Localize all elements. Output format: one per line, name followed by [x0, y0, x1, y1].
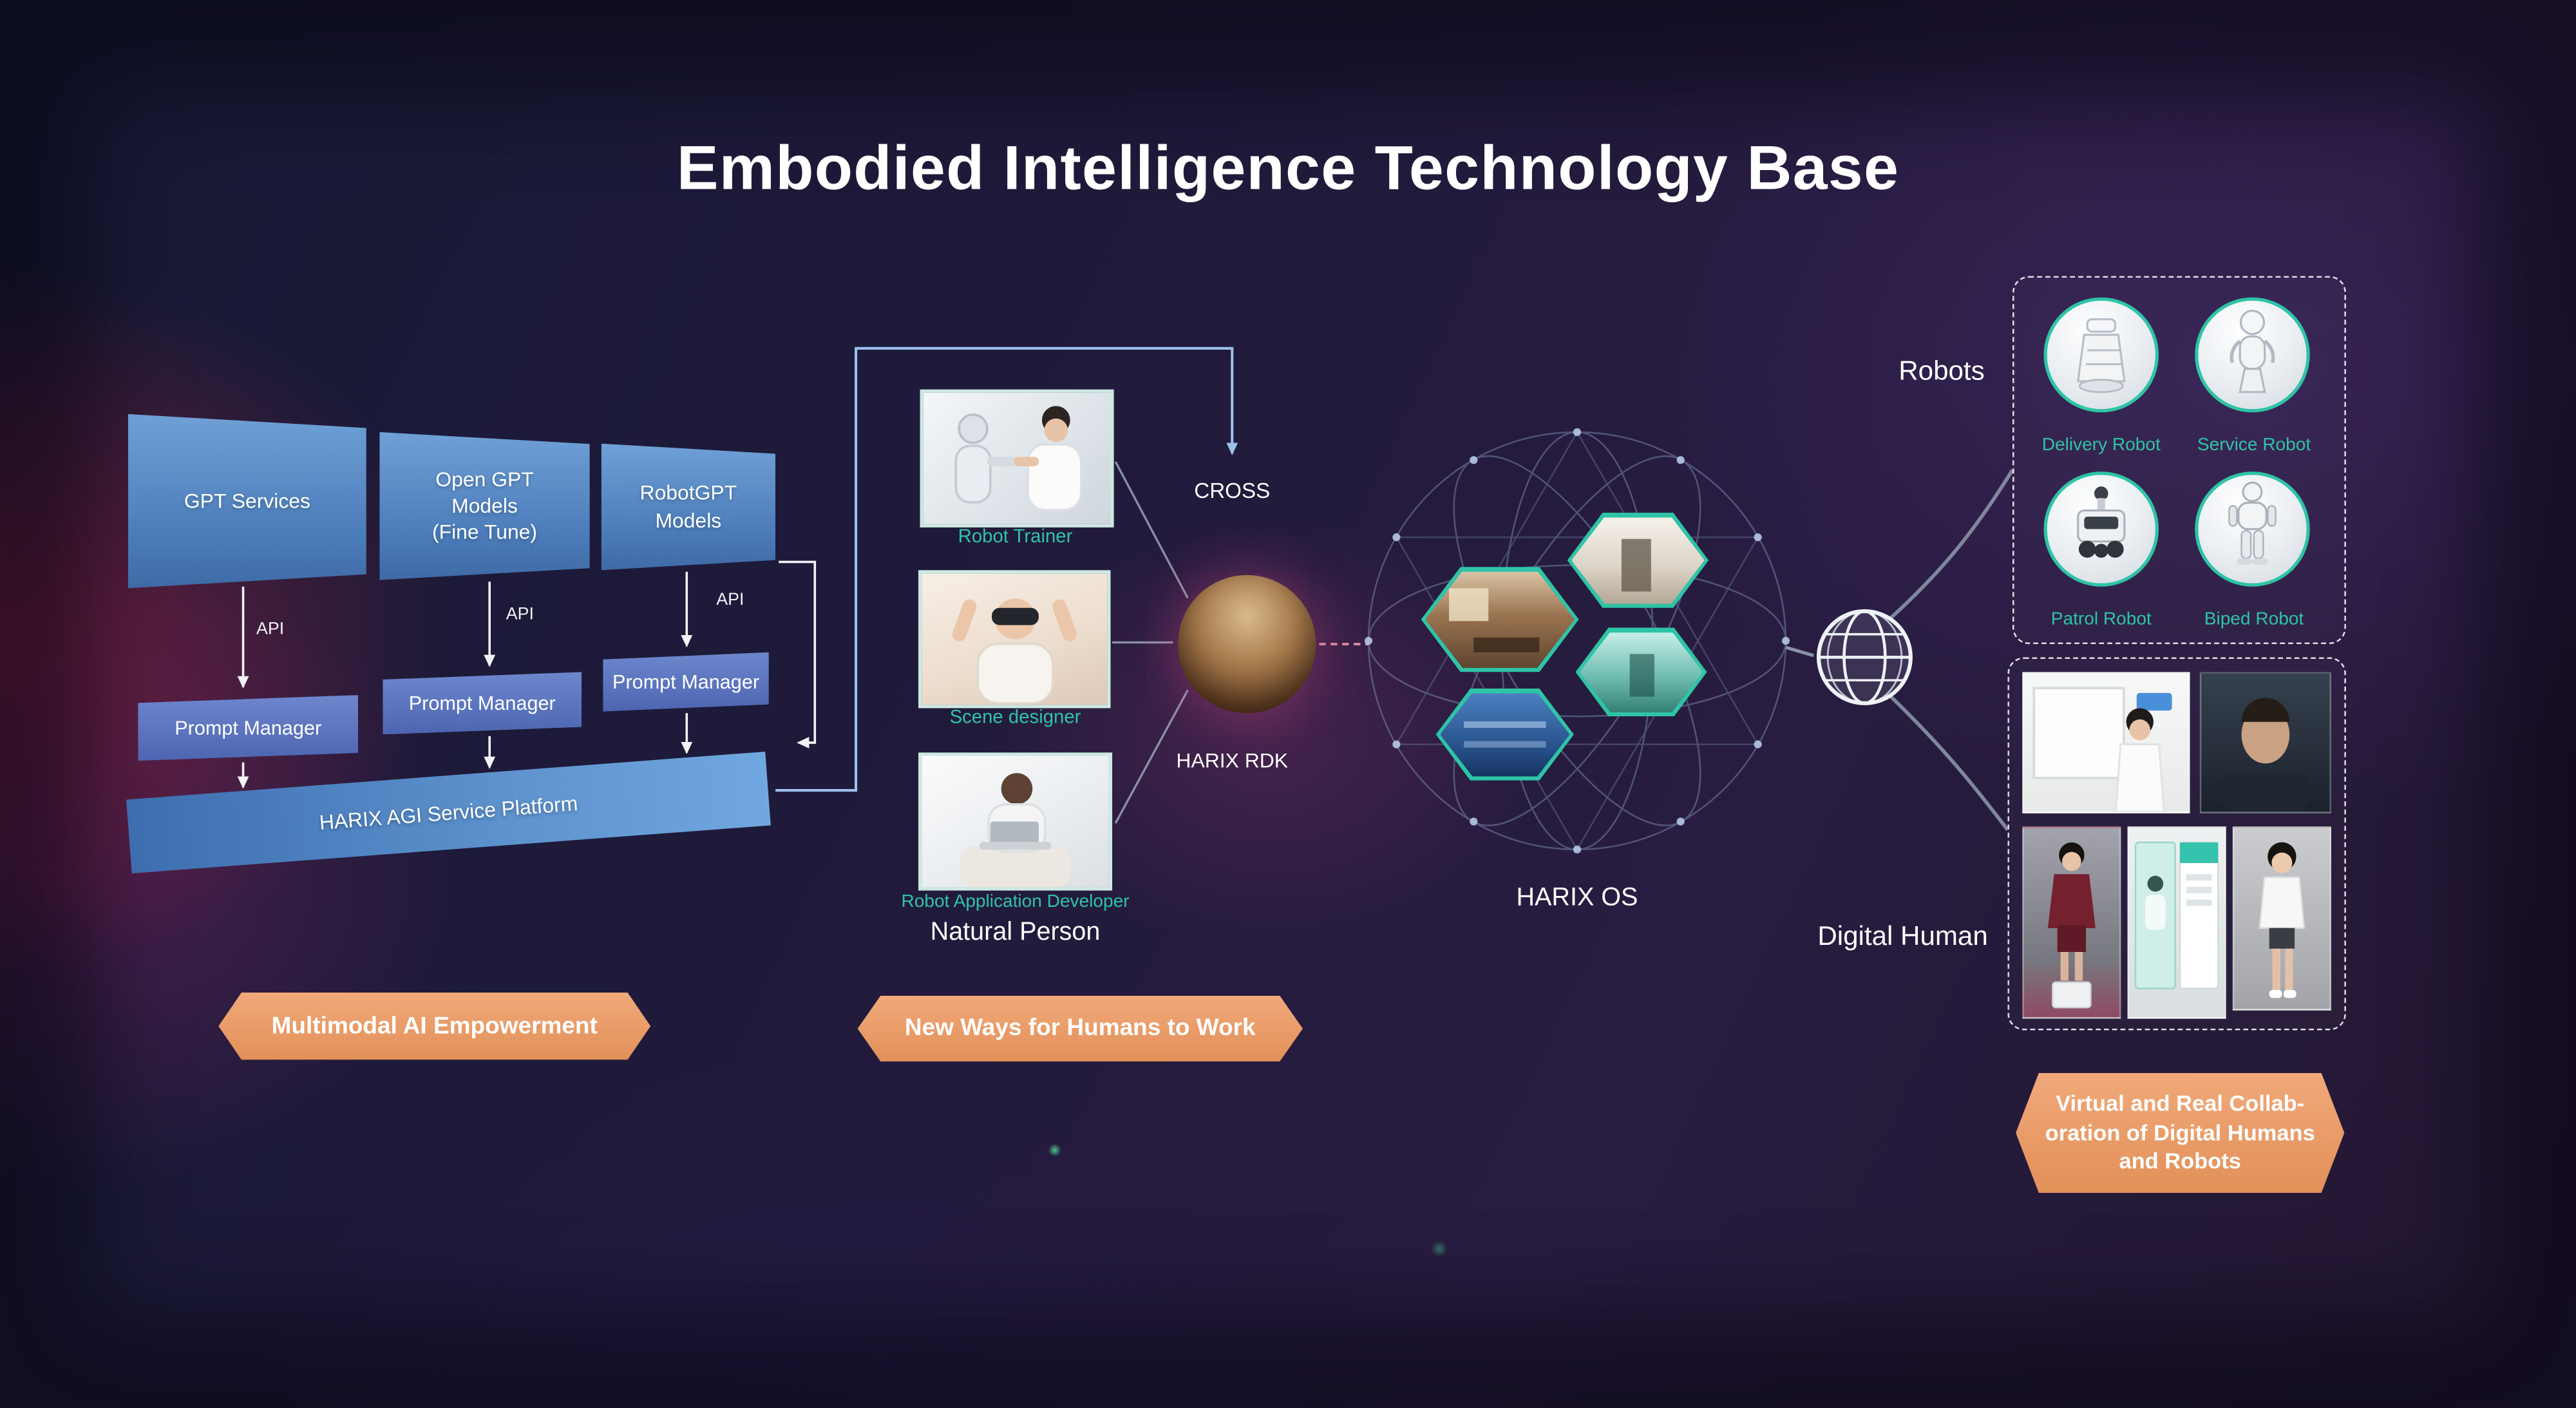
service-robot-label: Service Robot	[2197, 435, 2311, 455]
biped-robot-label: Biped Robot	[2204, 609, 2304, 630]
api-label-3: API	[716, 589, 744, 610]
gpt-services-box: GPT Services	[128, 414, 366, 589]
cross-label: CROSS	[1194, 478, 1271, 503]
prompt-manager-box-3: Prompt Manager	[603, 652, 769, 712]
hex-scene-white-room-image	[1571, 517, 1705, 604]
scene-detail	[1622, 539, 1651, 592]
prompt-manager-label-2: Prompt Manager	[408, 691, 556, 715]
face-illustration	[2221, 698, 2311, 812]
robotgpt-models-label: RobotGPT Models	[639, 482, 737, 532]
prompt-manager-box-2: Prompt Manager	[383, 672, 582, 735]
sphere-nodes	[1364, 428, 1790, 853]
digital-human-title: Digital Human	[1817, 922, 1988, 952]
prompt-manager-box-1: Prompt Manager	[138, 695, 359, 761]
scene-designer-photo	[918, 570, 1111, 709]
robot-app-developer-photo	[918, 752, 1113, 891]
biped-robot-image	[2195, 471, 2310, 587]
bracket-line	[775, 347, 1238, 792]
patrol-robot-label: Patrol Robot	[2050, 609, 2152, 630]
digital-human-panel	[2007, 657, 2346, 1031]
delivery-robot-label: Delivery Robot	[2041, 435, 2161, 455]
harix-rdk-image	[1178, 575, 1316, 714]
digital-human-child-image	[2232, 826, 2331, 1011]
delivery-robot-illustration	[2076, 318, 2126, 394]
delivery-robot-image	[2043, 297, 2159, 413]
api-flow-arrows	[237, 560, 817, 789]
robot-trainer-photo	[920, 389, 1114, 528]
service-robot-image	[2195, 297, 2310, 413]
presenter-illustration	[2032, 687, 2172, 812]
natural-person-label: Natural Person	[930, 918, 1101, 947]
globe-icon	[1816, 609, 1913, 705]
scene-designer-illustration	[952, 598, 1077, 705]
hex-scene-blueprint-image	[1439, 692, 1570, 777]
robots-panel: Delivery Robot Service Robot	[2012, 276, 2346, 644]
banner-virtual-real-collaboration: Virtual and Real Collab- oration of Digi…	[2016, 1073, 2344, 1193]
harix-rdk-label: HARIX RDK	[1176, 749, 1289, 772]
open-gpt-models-box: Open GPT Models (Fine Tune)	[379, 432, 590, 580]
api-label-1: API	[256, 619, 285, 640]
prompt-manager-label-1: Prompt Manager	[175, 716, 322, 739]
api-label-2: API	[506, 604, 534, 625]
os-globe-connector	[1785, 645, 1815, 658]
hex-scene-hallway-image	[1579, 631, 1703, 712]
banner-multimodal-ai: Multimodal AI Empowerment	[218, 993, 650, 1060]
developer-illustration	[960, 773, 1070, 888]
harix-agi-platform-label: HARIX AGI Service Platform	[318, 791, 579, 834]
robot-app-developer-label: Robot Application Developer	[901, 892, 1130, 912]
digital-human-presenter-image	[2022, 672, 2190, 813]
hex-scene-white-room	[1567, 512, 1709, 608]
patrol-robot-illustration	[2077, 486, 2126, 558]
prompt-manager-label-3: Prompt Manager	[612, 670, 760, 694]
scene-detail	[1629, 654, 1654, 696]
digital-human-kiosk-image	[2127, 826, 2226, 1019]
uniform-woman-illustration	[2047, 842, 2096, 1009]
robot-trainer-illustration	[954, 406, 1083, 511]
patrol-robot-image	[2043, 471, 2159, 587]
scene-detail	[1463, 721, 1547, 728]
scene-detail	[1449, 588, 1488, 622]
digital-human-uniform-image	[2022, 826, 2121, 1019]
harix-os-label: HARIX OS	[1516, 884, 1638, 912]
open-gpt-models-label: Open GPT Models (Fine Tune)	[431, 468, 538, 544]
scene-detail	[1463, 741, 1547, 748]
child-illustration	[2259, 842, 2306, 998]
digital-human-face-image	[2199, 672, 2331, 813]
page-title: Embodied Intelligence Technology Base	[676, 135, 1900, 204]
gpt-services-label: GPT Services	[184, 489, 310, 513]
hex-scene-living-room-image	[1425, 571, 1575, 668]
scene-detail	[1473, 636, 1539, 652]
biped-robot-illustration	[2228, 481, 2277, 565]
robot-trainer-label: Robot Trainer	[958, 527, 1073, 547]
service-robot-illustration	[2230, 309, 2275, 394]
harix-os-sphere-wireframe	[1367, 430, 1787, 851]
trainer-figure	[1014, 406, 1083, 511]
person-connectors	[1112, 461, 1189, 824]
robot-figure	[954, 413, 1018, 504]
banner-new-ways: New Ways for Humans to Work	[858, 996, 1303, 1061]
scene-designer-label: Scene designer	[949, 708, 1081, 728]
robotgpt-models-box: RobotGPT Models	[601, 443, 776, 571]
kiosk-illustration	[2134, 841, 2219, 989]
globe-branches	[1889, 469, 2014, 831]
robots-title: Robots	[1899, 356, 1985, 386]
hex-scene-blueprint	[1435, 688, 1574, 781]
